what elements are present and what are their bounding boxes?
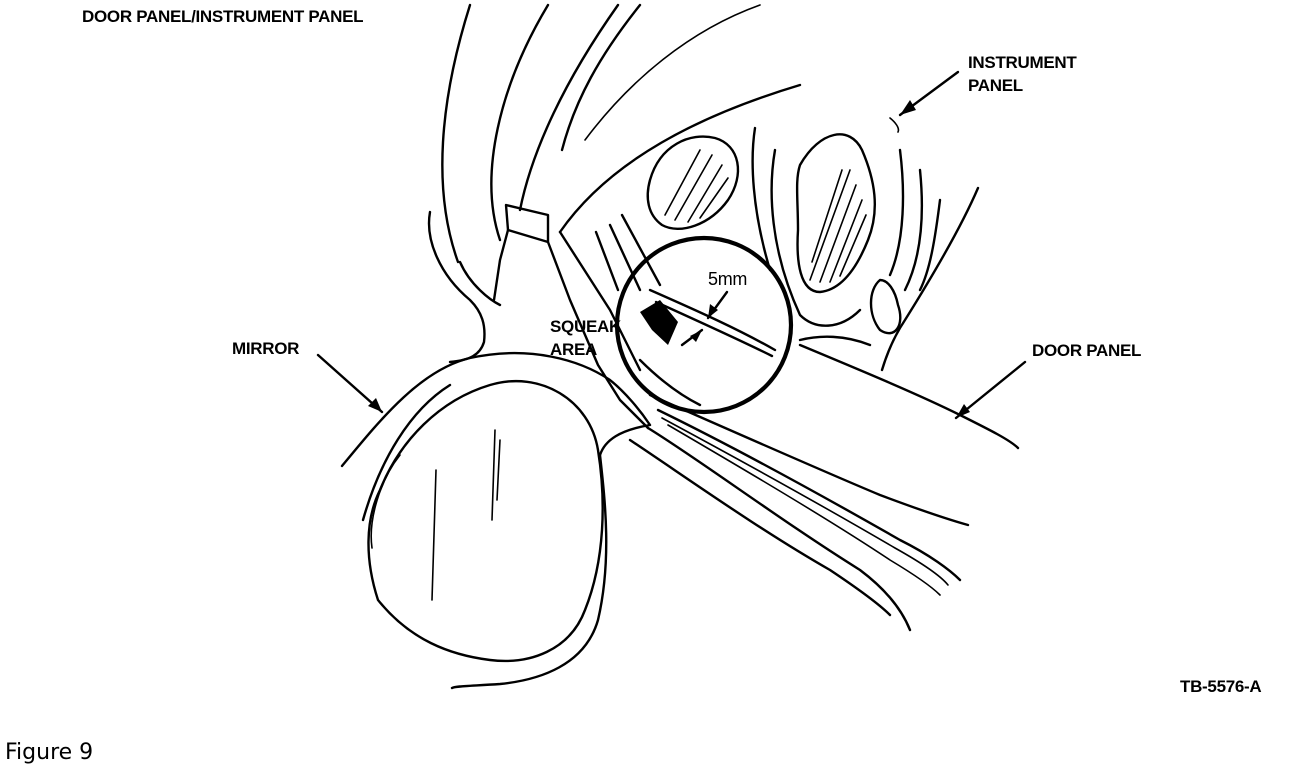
instrument-panel-label-line1: INSTRUMENT: [968, 53, 1077, 72]
gap-dimension-label: 5mm: [708, 269, 748, 289]
leader-arrows: [316, 70, 1027, 420]
diagram-title: DOOR PANEL/INSTRUMENT PANEL: [82, 7, 364, 26]
squeak-area-label-line1: SQUEAK: [550, 317, 621, 336]
reference-code: TB-5576-A: [1180, 677, 1262, 696]
instrument-panel: [646, 117, 980, 372]
detail-circle: [594, 213, 794, 415]
windshield-pillar: [441, 3, 802, 307]
squeak-point-marker: [640, 300, 678, 345]
instrument-panel-label-line2: PANEL: [968, 76, 1023, 95]
mirror-leader: [316, 353, 384, 414]
figure-caption: Figure 9: [5, 740, 94, 765]
mirror: [340, 351, 652, 690]
door-panel-label: DOOR PANEL: [1032, 341, 1142, 360]
door-panel-leader: [954, 360, 1027, 420]
door-panel: [628, 335, 1020, 632]
squeak-area-label-line2: AREA: [550, 340, 597, 359]
mirror-label: MIRROR: [232, 339, 300, 358]
mirror-bracket: [427, 203, 650, 430]
